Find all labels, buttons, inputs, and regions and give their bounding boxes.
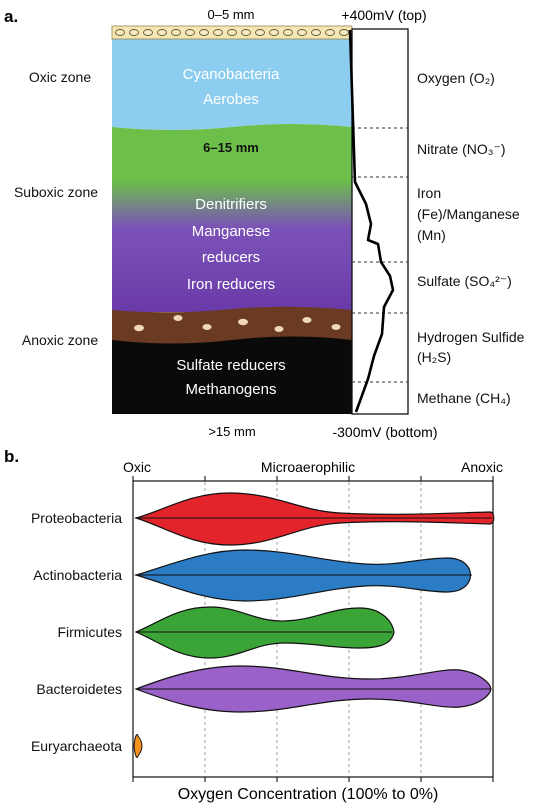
redox-profile-line <box>348 29 395 413</box>
bottom-thickness-label: >15 mm <box>208 424 255 439</box>
top-label-microaerophilic: Microaerophilic <box>261 459 355 475</box>
acceptor-nitrate: Nitrate (NO₃⁻) <box>417 141 506 157</box>
zone-suboxic: Suboxic zone <box>14 184 98 200</box>
top-label-anoxic: Anoxic <box>461 459 503 475</box>
acceptor-h2s: (H₂S) <box>417 349 451 365</box>
sediment-layer <box>112 306 352 345</box>
violin-proteobacteria <box>133 492 495 546</box>
mid-thickness-label: 6–15 mm <box>203 140 259 155</box>
violin-shape-proteobacteria <box>133 492 495 546</box>
plot-frame <box>132 480 494 778</box>
organism-denitrifiers: Denitrifiers <box>195 196 267 213</box>
category-labels: Proteobacteria Actinobacteria Firmicutes… <box>31 510 122 754</box>
organism-labels: Cyanobacteria Aerobes 6–15 mm Denitrifie… <box>176 66 285 398</box>
acceptor-fe-manganese: (Fe)/Manganese <box>417 206 520 222</box>
category-bacteroidetes: Bacteroidetes <box>36 681 122 697</box>
violin-shape-euryarchaeota <box>133 733 143 759</box>
category-proteobacteria: Proteobacteria <box>31 510 122 526</box>
violin-firmicutes <box>134 606 395 659</box>
acceptor-labels: Oxygen (O₂) Nitrate (NO₃⁻) Iron (Fe)/Man… <box>417 70 525 406</box>
zone-oxic: Oxic zone <box>29 69 91 85</box>
organism-aerobes: Aerobes <box>203 91 259 108</box>
category-actinobacteria: Actinobacteria <box>33 567 122 583</box>
organism-cyanobacteria: Cyanobacteria <box>183 66 280 83</box>
redox-box <box>351 28 409 415</box>
panel-a: a. 0–5 mm +400mV (top) <box>4 7 525 440</box>
redox-top-label: +400mV (top) <box>341 7 426 23</box>
top-thickness-label: 0–5 mm <box>208 7 255 22</box>
anoxic-layer <box>112 336 352 414</box>
category-euryarchaeota: Euryarchaeota <box>31 738 122 754</box>
organism-manganese: Manganese <box>192 223 270 240</box>
organism-manganese-reducers: reducers <box>202 249 260 266</box>
oxic-layer <box>112 36 352 130</box>
organism-iron-reducers: Iron reducers <box>187 276 275 293</box>
top-label-oxic: Oxic <box>123 459 151 475</box>
acceptor-mn: (Mn) <box>417 227 446 243</box>
category-firmicutes: Firmicutes <box>57 624 122 640</box>
acceptor-methane: Methane (CH₄) <box>417 390 511 406</box>
organism-sulfate-reducers: Sulfate reducers <box>176 357 285 374</box>
zone-anoxic: Anoxic zone <box>22 332 98 348</box>
acceptor-iron: Iron <box>417 185 441 201</box>
zone-labels: Oxic zone Suboxic zone Anoxic zone <box>14 69 98 348</box>
panel-b: b. Oxic Microaerophilic Anoxic <box>4 447 503 803</box>
acceptor-hydrogen-sulfide: Hydrogen Sulfide <box>417 329 525 345</box>
panel-a-label: a. <box>4 7 18 26</box>
organism-methanogens: Methanogens <box>186 381 277 398</box>
acceptor-sulfate: Sulfate (SO₄²⁻) <box>417 273 512 289</box>
violin-euryarchaeota <box>133 733 143 759</box>
sediment-pebbles <box>134 315 341 332</box>
x-axis-label: Oxygen Concentration (100% to 0%) <box>178 786 439 803</box>
surface-bubbles <box>115 29 349 36</box>
acceptor-oxygen: Oxygen (O₂) <box>417 70 495 86</box>
redox-bottom-label: -300mV (bottom) <box>332 424 437 440</box>
panel-b-label: b. <box>4 447 19 466</box>
suboxic-layer <box>112 124 352 312</box>
x-ticks <box>132 476 494 782</box>
violin-bacteroidetes <box>134 665 492 713</box>
violin-actinobacteria <box>133 549 472 602</box>
